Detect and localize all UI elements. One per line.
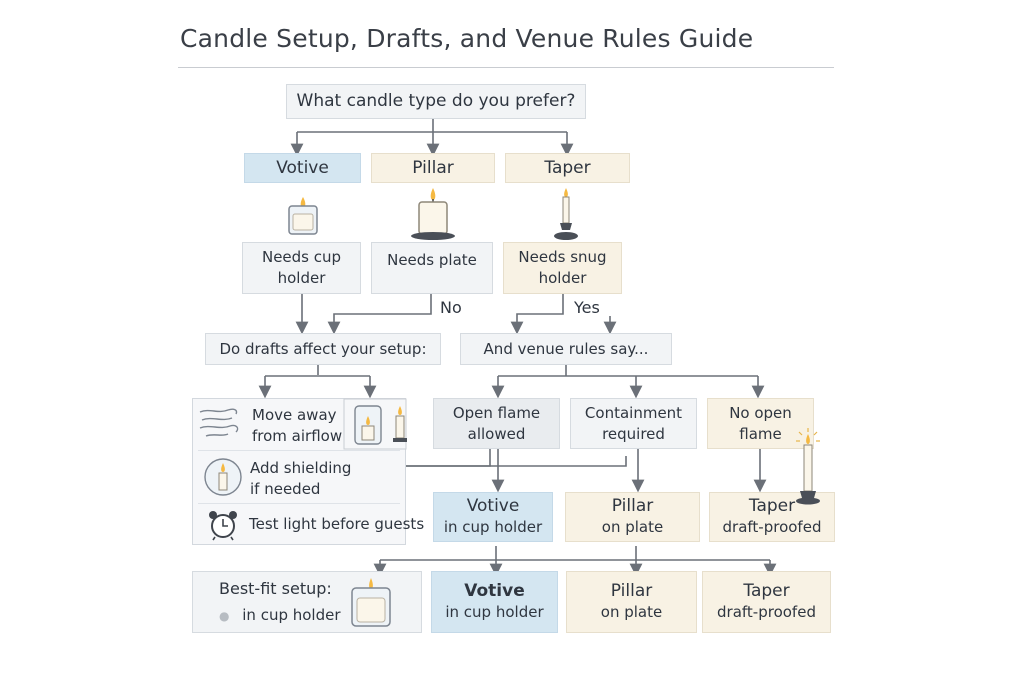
need-taper: Needs snug holder — [503, 242, 622, 294]
question-venue-rules: And venue rules say... — [460, 333, 672, 365]
rule-open-line1: Open flame — [452, 403, 541, 422]
rule-contain-line1: Containment — [584, 403, 683, 422]
tip-divider-1 — [198, 450, 400, 451]
votive-candle-icon — [288, 197, 318, 235]
type-taper-label: Taper — [544, 157, 591, 178]
type-votive-label: Votive — [276, 157, 329, 178]
question-candle-type: What candle type do you prefer? — [286, 84, 586, 119]
need-votive-line2: holder — [277, 269, 326, 287]
bullet-icon: ● — [219, 609, 230, 623]
glass-candle-icon — [351, 578, 391, 627]
tip-test-light: Test light before guests — [249, 515, 425, 533]
question-venue-rules-text: And venue rules say... — [483, 339, 649, 358]
wind-icon — [199, 408, 239, 437]
tip-shield-line1: Add shielding — [250, 459, 352, 477]
type-pillar: Pillar — [371, 153, 495, 183]
need-taper-line2: holder — [538, 269, 587, 287]
need-pillar: Needs plate — [371, 242, 493, 294]
outcome-pillar-detail: on plate — [601, 518, 664, 536]
rule-open-flame: Open flame allowed — [433, 398, 560, 449]
rule-none-line2: flame — [739, 424, 782, 443]
outcome-votive: Votive in cup holder — [433, 492, 553, 542]
taper-candle-icon — [554, 188, 578, 240]
rule-none-line1: No open — [729, 403, 792, 422]
final-votive-name: Votive — [464, 581, 525, 601]
final-votive-detail: in cup holder — [445, 603, 544, 621]
outcome-pillar-name: Pillar — [611, 496, 654, 516]
outcome-taper-detail: draft-proofed — [722, 518, 822, 536]
flame-candle-icon — [796, 428, 820, 505]
tip-move-away: Move away from airflow — [252, 405, 342, 447]
pillar-candle-icon — [411, 188, 455, 240]
question-candle-type-text: What candle type do you prefer? — [296, 91, 576, 111]
outcome-pillar: Pillar on plate — [565, 492, 700, 542]
lantern-icon — [343, 398, 407, 450]
question-drafts: Do drafts affect your setup: — [205, 333, 441, 365]
outcome-taper-name: Taper — [748, 496, 796, 516]
rule-contain-line2: required — [602, 424, 665, 443]
outcome-votive-name: Votive — [466, 496, 520, 516]
need-pillar-line1: Needs plate — [387, 251, 477, 269]
tip-divider-2 — [198, 503, 400, 504]
rule-open-line2: allowed — [467, 424, 526, 443]
need-taper-line1: Needs snug — [518, 248, 607, 266]
branch-no-label: No — [440, 298, 462, 317]
final-taper: Taper draft-proofed — [702, 571, 831, 633]
type-votive: Votive — [244, 153, 361, 183]
best-fit-label: Best-fit setup: — [219, 579, 332, 598]
tip-move-line2: from airflow — [252, 427, 343, 445]
need-votive-line1: Needs cup — [261, 248, 342, 266]
page-title: Candle Setup, Drafts, and Venue Rules Gu… — [180, 24, 754, 53]
best-fit-detail: in cup holder — [242, 606, 341, 624]
final-taper-detail: draft-proofed — [717, 603, 816, 621]
best-fit-detail-row: ● in cup holder — [219, 605, 341, 627]
final-votive: Votive in cup holder — [431, 571, 558, 633]
outcome-votive-detail: in cup holder — [443, 518, 543, 536]
type-taper: Taper — [505, 153, 630, 183]
final-pillar-name: Pillar — [610, 581, 653, 601]
shield-candle-icon — [204, 458, 242, 496]
final-pillar-detail: on plate — [600, 603, 663, 621]
question-drafts-text: Do drafts affect your setup: — [219, 339, 427, 358]
tip-add-shielding: Add shielding if needed — [250, 458, 351, 500]
type-pillar-label: Pillar — [412, 157, 454, 178]
need-votive: Needs cup holder — [242, 242, 361, 294]
rule-containment: Containment required — [570, 398, 697, 449]
branch-yes-label: Yes — [574, 298, 600, 317]
alarm-clock-icon — [209, 511, 237, 541]
final-pillar: Pillar on plate — [566, 571, 697, 633]
tip-move-line1: Move away — [252, 406, 337, 424]
tip-shield-line2: if needed — [250, 480, 321, 498]
title-divider — [178, 67, 834, 68]
final-taper-name: Taper — [743, 581, 790, 601]
